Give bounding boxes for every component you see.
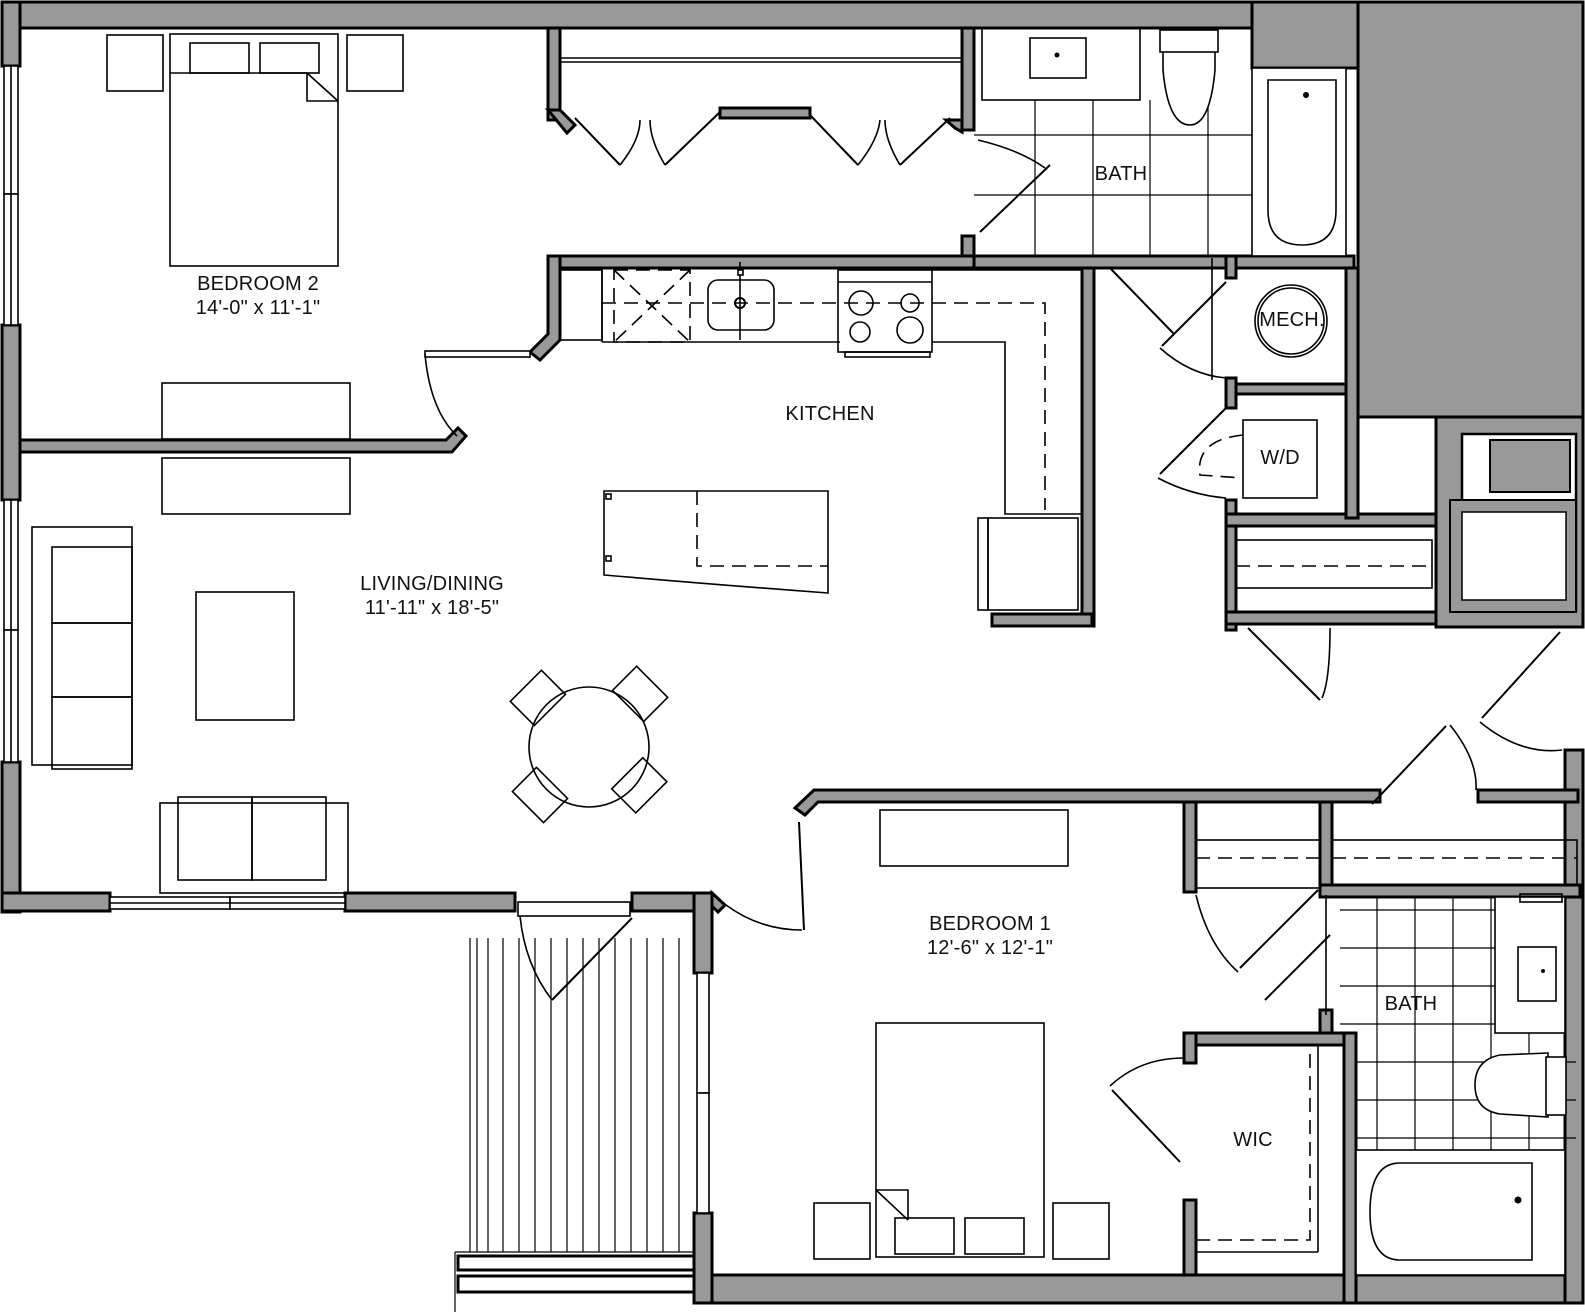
room-dimensions: 12'-6" x 12'-1" — [926, 937, 1053, 959]
living-furniture — [31, 457, 669, 1001]
room-label-kitchen: KITCHEN — [770, 402, 890, 426]
room-label-wd: W/D — [1243, 446, 1317, 470]
windows — [3, 65, 710, 1214]
room-label-bedroom2: BEDROOM 2 14'-0" x 11'-1" — [163, 272, 353, 320]
room-label-bath-top: BATH — [1080, 162, 1162, 186]
room-name: BEDROOM 2 — [197, 273, 319, 295]
room-dimensions: 14'-0" x 11'-1" — [195, 297, 321, 319]
room-label-bath-bottom: BATH — [1370, 992, 1452, 1016]
room-name: W/D — [1260, 447, 1300, 469]
room-label-mech: MECH. — [1254, 308, 1330, 332]
room-label-living-dining: LIVING/DINING 11'-11" x 18'-5" — [337, 572, 527, 620]
bath-bottom — [1340, 893, 1576, 1276]
room-name: BATH — [1094, 163, 1148, 185]
room-label-bedroom1: BEDROOM 1 12'-6" x 12'-1" — [900, 912, 1080, 960]
room-name: BATH — [1384, 993, 1438, 1015]
bedroom1-furniture — [725, 809, 1578, 1260]
bath-top — [974, 27, 1347, 257]
room-name: LIVING/DINING — [360, 573, 504, 595]
room-name: MECH. — [1259, 309, 1325, 331]
balcony — [454, 938, 696, 1312]
room-name: KITCHEN — [785, 403, 875, 425]
room-name: BEDROOM 1 — [929, 913, 1051, 935]
room-dimensions: 11'-11" x 18'-5" — [364, 597, 500, 619]
mech-wd — [1109, 258, 1563, 805]
kitchen-fixtures — [559, 262, 1082, 611]
room-name: WIC — [1233, 1129, 1273, 1151]
room-label-wic: WIC — [1220, 1128, 1286, 1152]
closet-top — [560, 57, 962, 166]
bedroom2-furniture — [106, 33, 531, 440]
